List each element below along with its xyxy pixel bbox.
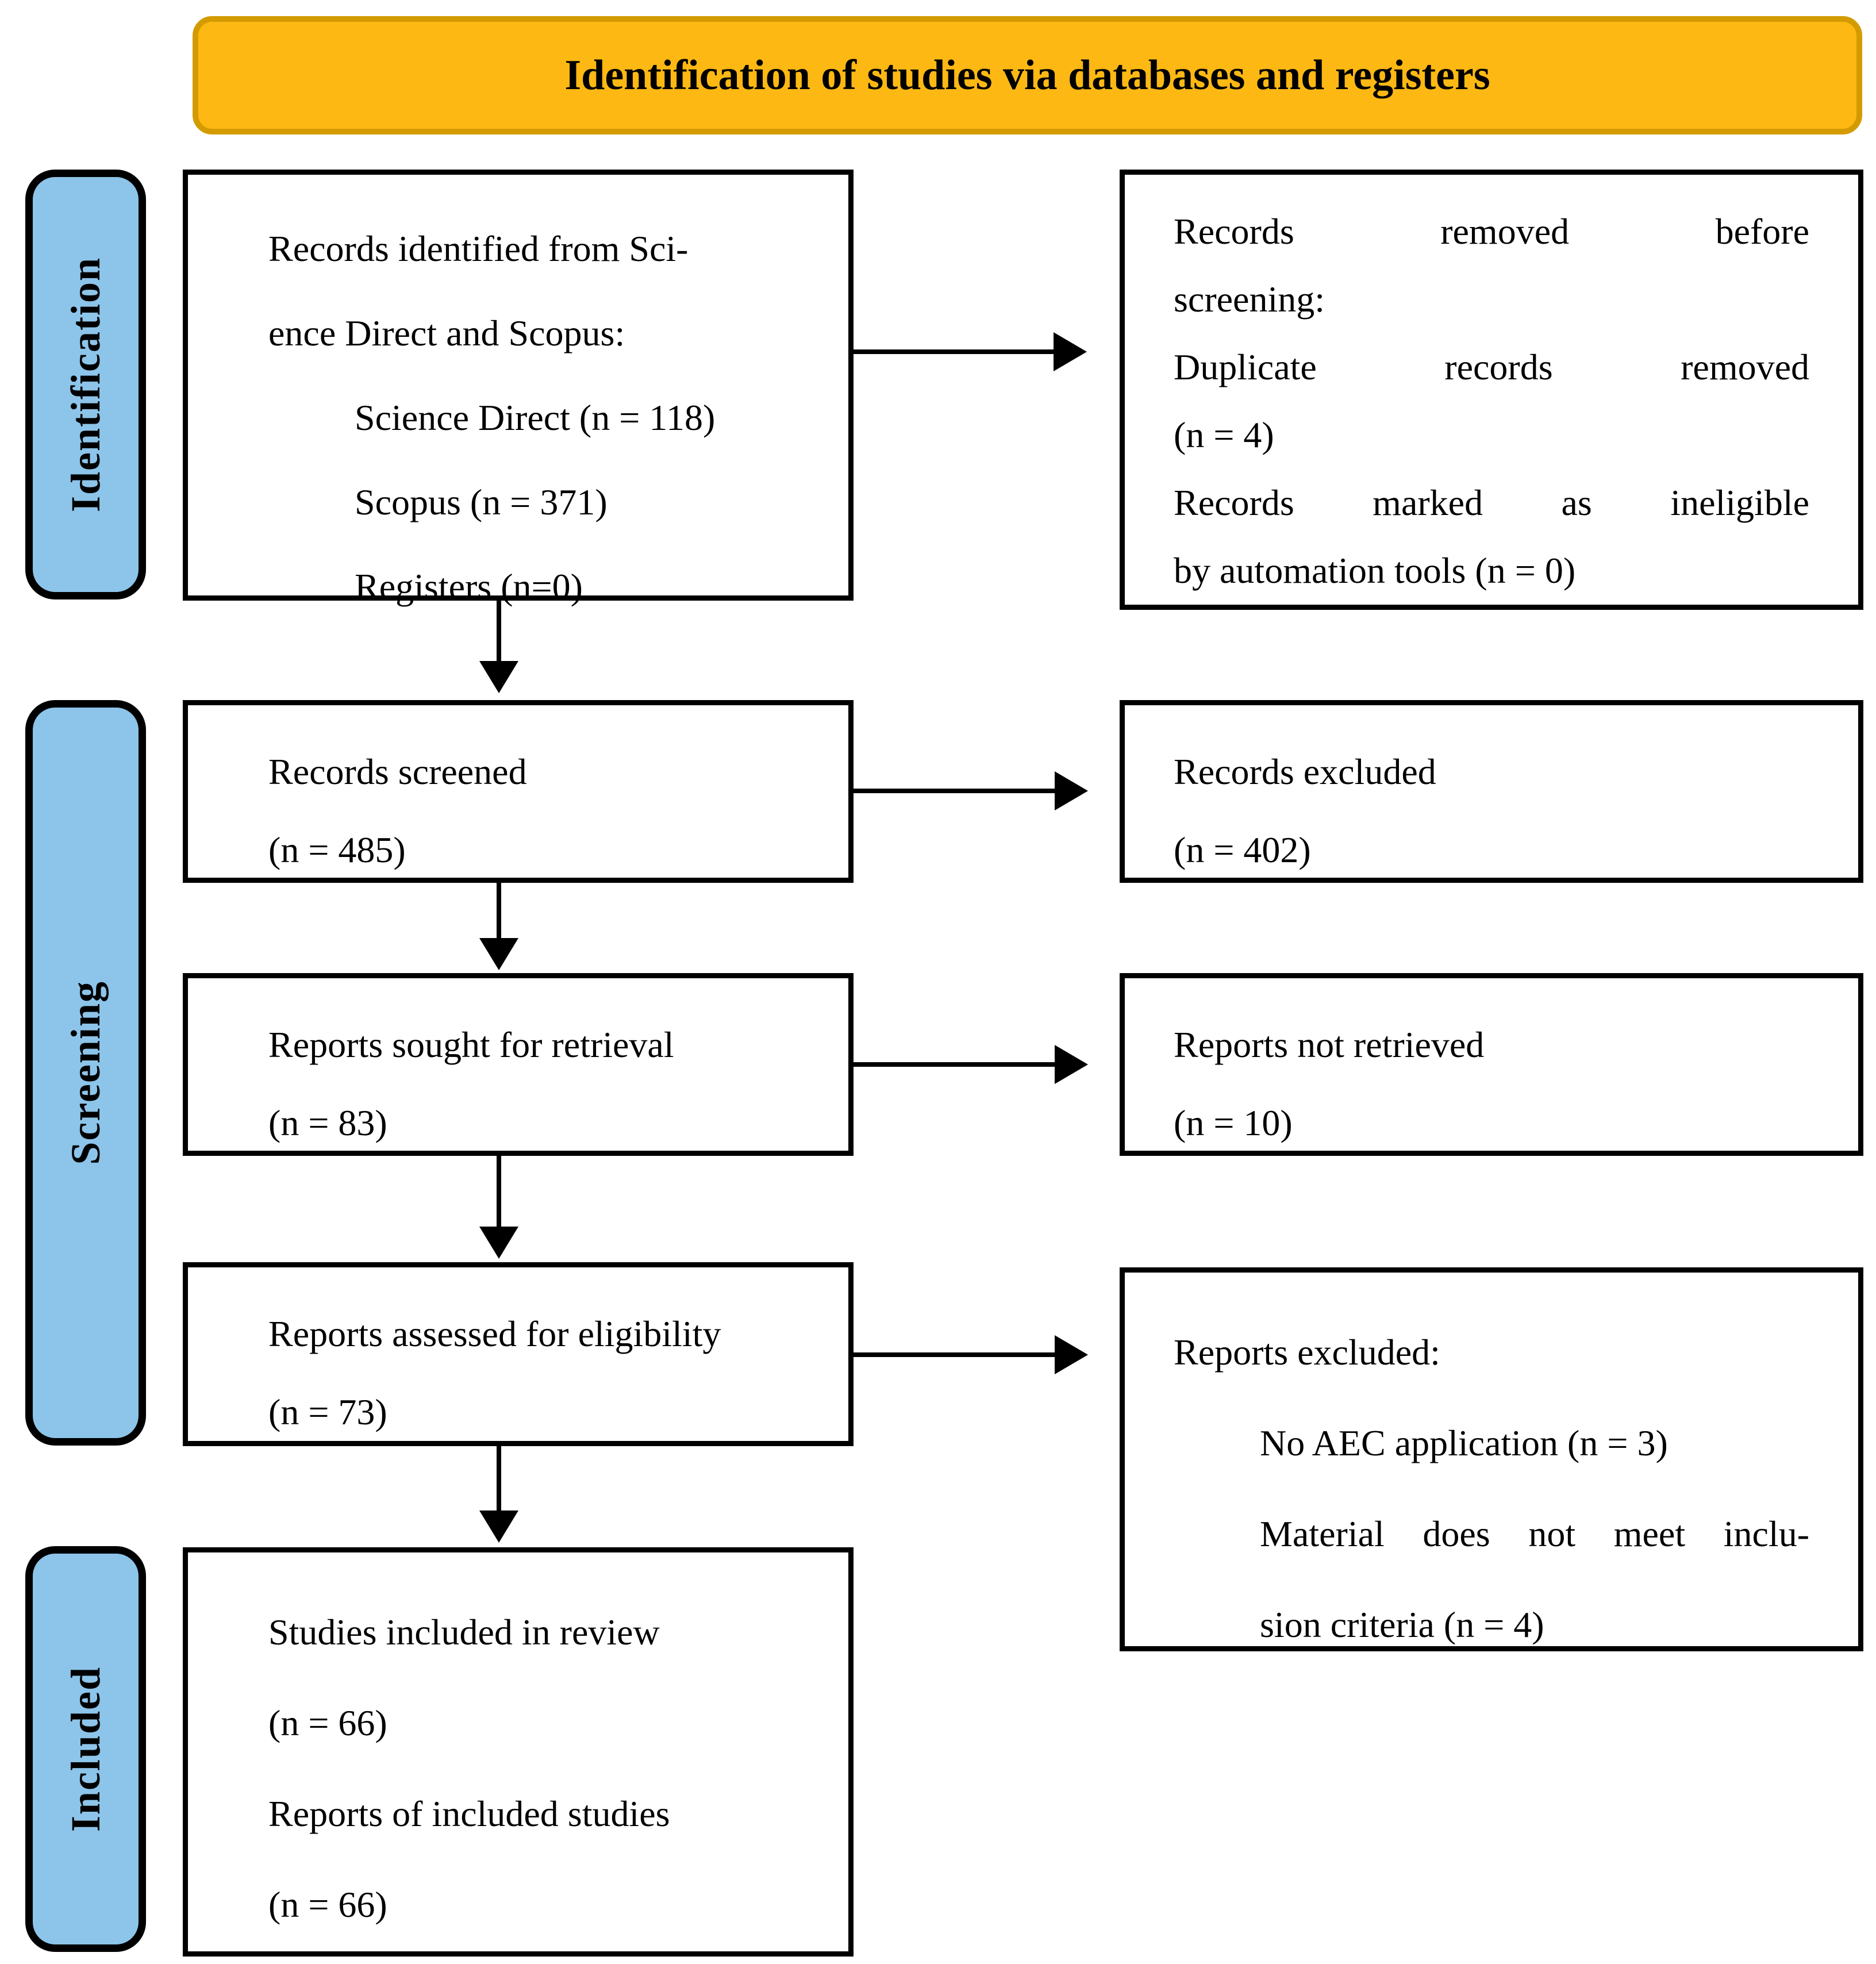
box-records-excluded: Records excluded (n = 402) <box>1120 700 1863 883</box>
box-line: Duplicate records removed <box>1174 347 1809 387</box>
box-line: Science Direct (n = 118) <box>355 397 716 438</box>
arrow-right-icon <box>1055 1045 1088 1084</box>
box-line: Records marked as ineligible <box>1174 482 1809 523</box>
arrow-right-icon <box>1054 332 1087 371</box>
stage-label-text: Included <box>62 1666 109 1832</box>
connector-assessed-to-included <box>497 1446 501 1513</box>
box-line: Records screened <box>268 751 527 792</box>
box-reports-excluded: Reports excluded: No AEC application (n … <box>1120 1267 1863 1651</box>
box-line: Reports sought for retrieval <box>268 1024 674 1065</box>
connector-sought-to-notretrieved <box>854 1062 1055 1067</box>
connector-sought-to-assessed <box>497 1156 501 1229</box>
arrow-down-icon <box>479 938 518 970</box>
box-line: (n = 66) <box>268 1702 387 1743</box>
box-line: Studies included in review <box>268 1612 660 1652</box>
arrow-down-icon <box>479 1511 518 1543</box>
box-line: Reports of included studies <box>268 1793 670 1834</box>
connector-screened-to-sought <box>497 883 501 940</box>
box-line: Reports assessed for eligibility <box>268 1313 721 1354</box>
box-line: by automation tools (n = 0) <box>1174 550 1576 591</box>
connector-identified-to-screened <box>497 600 501 663</box>
stage-label-screening: Screening <box>25 700 146 1446</box>
arrow-down-icon <box>479 661 518 693</box>
arrow-right-icon <box>1055 1335 1088 1374</box>
stage-label-included: Included <box>25 1546 146 1952</box>
stage-label-identification: Identification <box>25 170 146 599</box>
box-line: (n = 73) <box>268 1392 387 1432</box>
box-records-identified: Records identified from Sci- ence Direct… <box>183 170 854 607</box>
box-reports-assessed: Reports assessed for eligibility (n = 73… <box>183 1262 854 1446</box>
arrow-down-icon <box>479 1227 518 1259</box>
box-line: Registers (n=0) <box>355 566 583 607</box>
box-line: (n = 66) <box>268 1884 387 1925</box>
box-line: (n = 83) <box>268 1102 387 1143</box>
box-line: (n = 485) <box>268 829 406 870</box>
box-line: Records excluded <box>1174 751 1436 792</box>
box-line: (n = 10) <box>1174 1102 1293 1143</box>
connector-assessed-to-excluded <box>854 1352 1055 1357</box>
box-records-screened: Records screened (n = 485) <box>183 700 854 883</box>
box-line: (n = 4) <box>1174 414 1274 455</box>
box-line: Reports excluded: <box>1174 1332 1440 1373</box>
box-line: Scopus (n = 371) <box>355 482 608 522</box>
box-reports-not-retrieved: Reports not retrieved (n = 10) <box>1120 973 1863 1156</box>
box-line: Records removed before <box>1174 211 1809 252</box>
box-line: Records identified from Sci- <box>268 228 689 269</box>
connector-screened-to-excluded <box>854 789 1055 793</box>
box-line: Reports not retrieved <box>1174 1024 1485 1065</box>
box-line: screening: <box>1174 279 1325 320</box>
box-line: ence Direct and Scopus: <box>268 313 625 353</box>
connector-identified-to-removed <box>852 349 1054 354</box>
box-line: No AEC application (n = 3) <box>1260 1423 1668 1463</box>
stage-label-text: Identification <box>62 256 109 512</box>
box-studies-included: Studies included in review (n = 66) Repo… <box>183 1547 854 1957</box>
box-line: (n = 402) <box>1174 829 1311 870</box>
box-records-removed: Records removed before screening: Duplic… <box>1120 170 1863 610</box>
arrow-right-icon <box>1055 771 1088 810</box>
diagram-title: Identification of studies via databases … <box>564 51 1490 99</box>
stage-label-text: Screening <box>62 981 109 1165</box>
box-line: Material does not meet inclu- <box>1260 1513 1809 1554</box>
box-line: sion criteria (n = 4) <box>1260 1604 1544 1645</box>
diagram-title-banner: Identification of studies via databases … <box>193 16 1862 134</box>
box-reports-sought: Reports sought for retrieval (n = 83) <box>183 973 854 1156</box>
